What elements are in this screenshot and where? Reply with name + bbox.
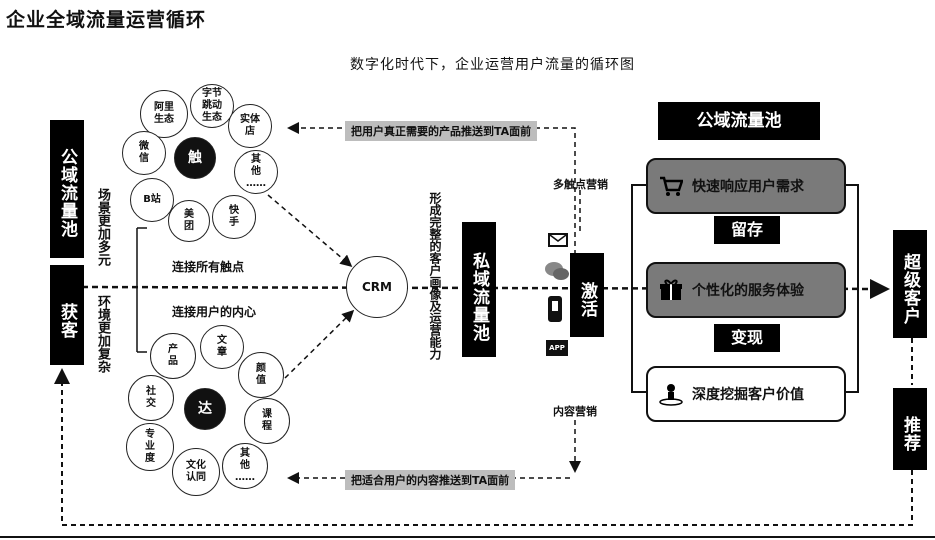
touchpoint-meituan: 美 团	[168, 200, 210, 242]
content-marketing-label: 内容营销	[553, 405, 597, 418]
touchpoint-kuaishou: 快 手	[212, 195, 256, 239]
touchpoint-bytedance: 字节 跳动 生态	[190, 84, 234, 128]
touchpoint-other: 其 他 ……	[234, 150, 278, 194]
product-push-tag: 把用户真正需要的产品推送到TA面前	[345, 121, 538, 141]
heart-looks: 颜 值	[238, 352, 284, 398]
heart-article: 文 章	[200, 325, 244, 369]
public-pool-left: 公域流量池	[50, 120, 84, 258]
acquire-box: 获客	[50, 265, 84, 365]
touchpoint-alibaba: 阿里 生态	[140, 90, 188, 138]
heart-other: 其 他 ……	[222, 443, 268, 489]
content-push-tag: 把适合用户的内容推送到TA面前	[345, 470, 516, 490]
crm-node: CRM	[346, 256, 408, 318]
environment-text: 环境更加复杂	[95, 295, 110, 373]
top-cluster-caption: 连接所有触点	[172, 260, 245, 274]
customer-value-box: 深度挖掘客户价值	[646, 366, 846, 422]
mail-icon	[548, 233, 568, 247]
touchpoint-wechat: 微 信	[122, 131, 166, 175]
chat-icon	[544, 260, 570, 286]
phone-icon	[548, 296, 562, 322]
scene-text: 场景更加多元	[95, 188, 110, 266]
multi-touch-label: 多触点营销	[553, 178, 608, 191]
gift-icon	[658, 277, 684, 303]
recommend-box: 推荐	[893, 388, 927, 470]
page-title: 企业全域流量运营循环	[6, 9, 207, 31]
monetize-label: 变现	[714, 324, 780, 352]
heart-course: 课 程	[244, 398, 290, 444]
super-customer-box: 超级客户	[893, 230, 927, 338]
person-target-icon	[658, 381, 684, 407]
profile-text: 形成完整的客户画像及运营能力	[428, 192, 442, 360]
reach-center: 达	[184, 388, 226, 430]
heart-social: 社 交	[128, 375, 174, 421]
touch-center: 触	[174, 137, 216, 179]
app-icon: APP	[546, 340, 568, 356]
heart-product: 产 品	[150, 333, 196, 379]
personalized-service-box: 个性化的服务体验	[646, 262, 846, 318]
heart-professional: 专 业 度	[126, 423, 174, 471]
bottom-rule	[0, 536, 935, 538]
diagram-subtitle: 数字化时代下，企业运营用户流量的循环图	[350, 57, 635, 73]
bottom-cluster-caption: 连接用户的内心	[172, 305, 257, 319]
retain-label: 留存	[714, 216, 780, 244]
touchpoint-store: 实体 店	[228, 104, 272, 148]
heart-culture: 文化 认同	[172, 448, 220, 496]
cart-icon	[658, 173, 684, 199]
private-pool-box: 私域流量池	[462, 222, 496, 357]
activate-box: 激活	[570, 253, 604, 337]
touchpoint-bilibili: B站	[130, 178, 174, 222]
public-pool-header: 公域流量池	[658, 102, 820, 140]
respond-needs-box: 快速响应用户需求	[646, 158, 846, 214]
